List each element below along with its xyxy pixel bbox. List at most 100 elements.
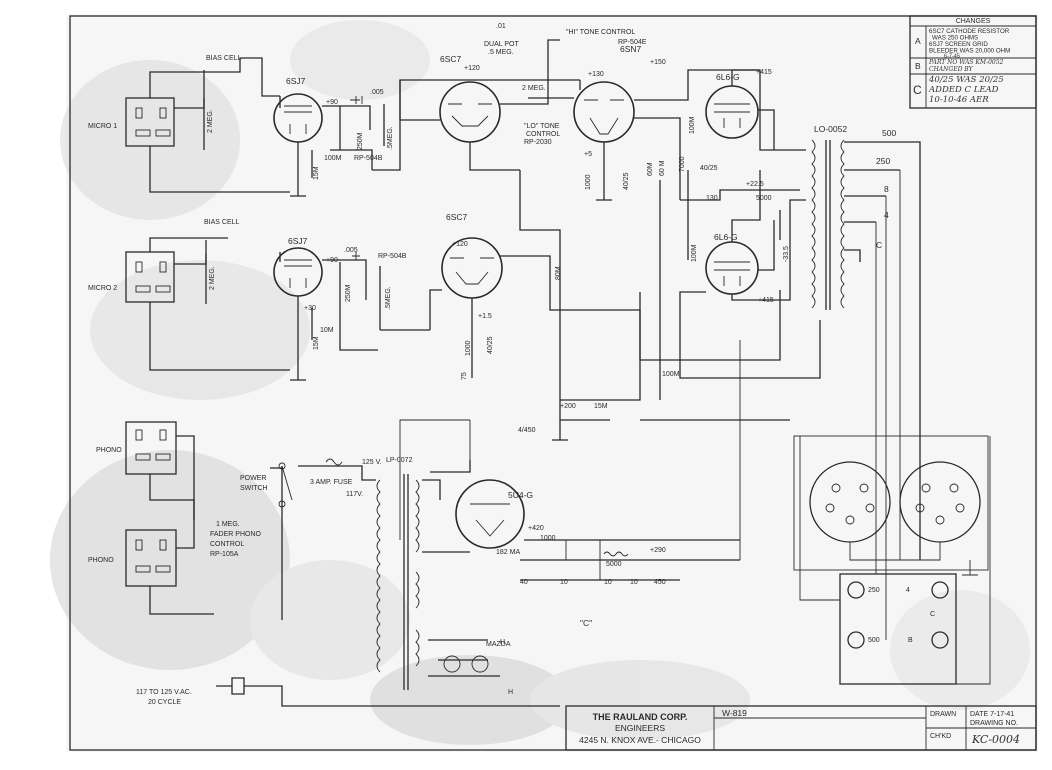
plus200-label: +200: [560, 403, 576, 410]
r60m2-label: 60 M: [659, 160, 666, 176]
phono1-jack: PHONO: [96, 421, 177, 475]
r1000-v5: 1000: [585, 174, 592, 190]
mazda-label: MAZDA: [486, 641, 511, 648]
plus290-label: +290: [650, 547, 666, 554]
change-b-letter: B: [915, 61, 921, 71]
c40-25-a: 40/25: [487, 336, 494, 354]
change-c-line2: ADDED C LEAD: [928, 85, 999, 95]
v5-plus130: +130: [588, 71, 604, 78]
v5-plus5: +5: [584, 151, 592, 158]
rp504b-a: RP-504B: [354, 155, 383, 162]
r10m-label: 10M: [320, 327, 334, 334]
drawn-label: DRAWN: [930, 711, 956, 718]
r7000-label: 7000: [679, 156, 686, 172]
v6-plus225: +22.5: [746, 181, 764, 188]
preamp-wiring: [279, 39, 821, 421]
r1000-ps: 1000: [540, 535, 556, 542]
r250m-b: 250M: [345, 284, 352, 302]
r5000-ps: 5000: [606, 561, 622, 568]
v4-plus120: +120: [452, 241, 468, 248]
change-b-line1: PART NO WAS KM-0052: [928, 59, 1004, 66]
phono2-label: PHONO: [88, 557, 114, 564]
change-c-line1: 40/25 WAS 20/25: [928, 75, 1004, 85]
r130-label: 130: [706, 195, 718, 202]
mic2-label: MICRO 2: [88, 285, 117, 292]
drawing-number-label: DRAWING NO.: [970, 720, 1018, 727]
v1-plus90: +90: [326, 99, 338, 106]
checked-label: CH'KD: [930, 733, 951, 740]
r80m-label: 80M: [555, 266, 562, 280]
tube-v6-label: 6L6-G: [716, 72, 740, 82]
r15m-feedback: 15M: [594, 403, 608, 410]
bus-10b: 10: [604, 579, 612, 586]
tube-v7-label: 6L6-G: [714, 232, 738, 242]
tube-v2-label: 6SJ7: [288, 236, 308, 246]
tap-c: C: [876, 240, 882, 250]
line-voltage-2: 20 CYCLE: [148, 699, 181, 706]
change-a-line2: WAS 250 OHMS: [932, 35, 978, 42]
change-b-line2: CHANGED BY: [929, 66, 974, 73]
company-division: ENGINEERS: [615, 723, 665, 733]
fuse-label: 3 AMP. FUSE: [310, 479, 353, 486]
hi-tone-part: RP-504E: [618, 39, 647, 46]
r100m-v7: 100M: [691, 244, 698, 262]
output-transformer-label: LO-0052: [814, 124, 847, 134]
change-a-letter: A: [915, 36, 921, 46]
r5000-label: 5000: [756, 195, 772, 202]
fader-line3: CONTROL: [210, 541, 244, 548]
mic1-label: MICRO 1: [88, 123, 117, 130]
fader-line1: 1 MEG.: [216, 521, 240, 528]
change-c-letter: C: [913, 83, 922, 97]
power-switch-label2: SWITCH: [240, 485, 268, 492]
c005-b: .005: [344, 247, 358, 254]
speaker-wiring: [799, 170, 991, 685]
changes-title: CHANGES: [956, 18, 991, 25]
plus420-label: +420: [528, 525, 544, 532]
ma-label: 182 MA: [496, 549, 520, 556]
lo-tone-label3: RP-2030: [524, 139, 552, 146]
r1000-label: 1000: [465, 340, 472, 356]
plate-500: 500: [868, 637, 880, 644]
c40-25-c: 40/25: [700, 165, 718, 172]
hi-tone-label: "HI" TONE CONTROL: [566, 29, 635, 36]
r5meg-b: .5MEG.: [385, 286, 392, 310]
change-c-line3: 10-10-46 AER: [929, 95, 989, 105]
phono1-label: PHONO: [96, 447, 122, 454]
bus-40: 40: [520, 579, 528, 586]
change-a-line4: BLEEDER WAS 20,000 OHM: [929, 48, 1010, 55]
line-voltage-1: 117 TO 125 V.AC.: [136, 689, 192, 696]
v7-minus335: -33.5: [783, 246, 790, 262]
tube-v5-label: 6SN7: [620, 44, 642, 54]
v6-plus415: +415: [756, 69, 772, 76]
drawing-number: KC-0004: [971, 733, 1020, 746]
v4-plus15: +1.5: [478, 313, 492, 320]
dual-pot-label: DUAL POT: [484, 41, 519, 48]
v117-label: 117V.: [346, 491, 363, 498]
v125-label: 125 V.: [362, 459, 382, 466]
lo-tone-label2: CONTROL: [526, 131, 560, 138]
h1-label: H: [500, 639, 505, 646]
h2-label: H: [508, 689, 513, 696]
r2meg-b-label: 2 MEG.: [209, 266, 216, 290]
c40-25-b: 40/25: [623, 172, 630, 190]
tap-500: 500: [882, 128, 896, 138]
v7-plus415: +415: [758, 297, 774, 304]
tube-v1-label: 6SJ7: [286, 76, 306, 86]
change-a-line5: 6-7-45: [944, 54, 960, 60]
phono2-jack: PHONO: [88, 529, 177, 587]
power-transformer-label: LP-0072: [386, 457, 413, 464]
change-a-line1: 6SC7 CATHODE RESISTOR: [929, 28, 1010, 35]
c-bias-label: "C": [580, 618, 592, 628]
wiring-number: W-819: [722, 708, 747, 718]
r15m-b: 15M: [313, 336, 320, 350]
power-section: POWER SWITCH 3 AMP. FUSE 125 V. 117V. LP…: [136, 340, 741, 707]
border-frame: [69, 15, 1037, 751]
plate-250: 250: [868, 587, 880, 594]
v5-plus150: +150: [650, 59, 666, 66]
paper-stains: [50, 20, 1030, 745]
r250m-a: 250M: [357, 132, 364, 150]
r100m-feedback: 100M: [662, 371, 680, 378]
plate-c: C: [930, 611, 935, 618]
